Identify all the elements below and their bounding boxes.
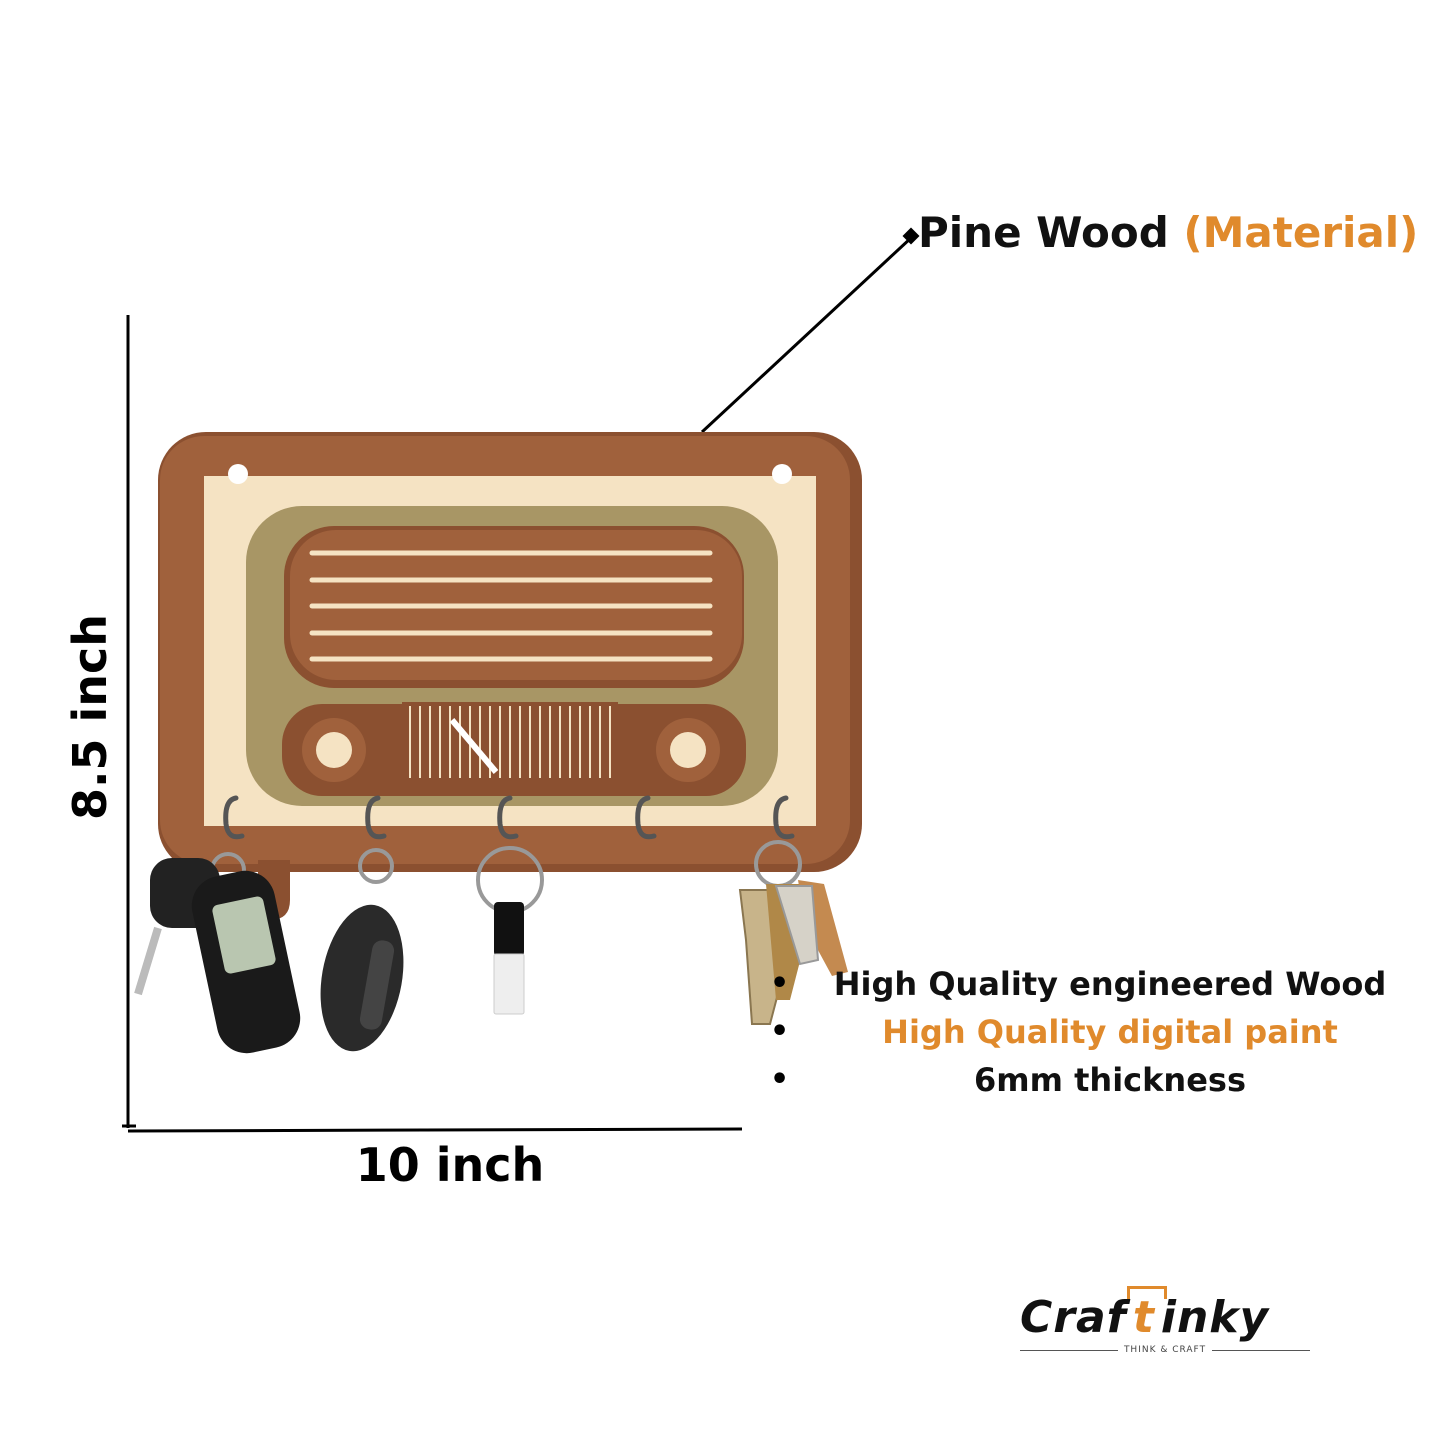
feature-list: • High Quality engineered Wood • High Qu… [760,960,1445,1104]
material-name: Pine Wood [918,208,1169,257]
material-note: (Material) [1183,208,1419,257]
mount-hole-icon [772,464,792,484]
feature-text: 6mm thickness [974,1061,1246,1099]
height-dimension-label: 8.5 inch [63,613,117,821]
leader-pointer-icon [902,227,920,245]
feature-item: • High Quality digital paint [760,1008,1445,1056]
tuning-needle [449,718,499,774]
brand-tagline: THINK & CRAFT [1123,1345,1207,1355]
key-bunch [738,840,848,1025]
hooks [223,795,795,840]
feature-text: High Quality digital paint [882,1013,1338,1051]
knob-right-icon [670,732,706,768]
bullet-icon: • [770,1014,790,1049]
feature-text: High Quality engineered Wood [833,965,1387,1003]
brand-tagline-row: THINK & CRAFT [1020,1345,1311,1355]
width-dimension-label: 10 inch [355,1138,545,1192]
car-key-fob [134,852,301,1054]
usb-key-fob [476,846,544,1015]
speaker-grille [309,550,713,662]
knob-left-icon [316,732,352,768]
tuning-scale [409,706,611,778]
material-label: Pine Wood (Material) [918,208,1418,257]
leader-line [700,235,914,434]
bullet-icon: • [770,966,790,1001]
radio-key-holder [158,432,862,920]
width-dimension-line [127,1127,743,1133]
mount-hole-icon [228,464,248,484]
feature-item: • 6mm thickness [760,1056,1445,1104]
bullet-icon: • [770,1062,790,1097]
remote-key-fob [320,848,404,1052]
feature-item: • High Quality engineered Wood [760,960,1445,1008]
